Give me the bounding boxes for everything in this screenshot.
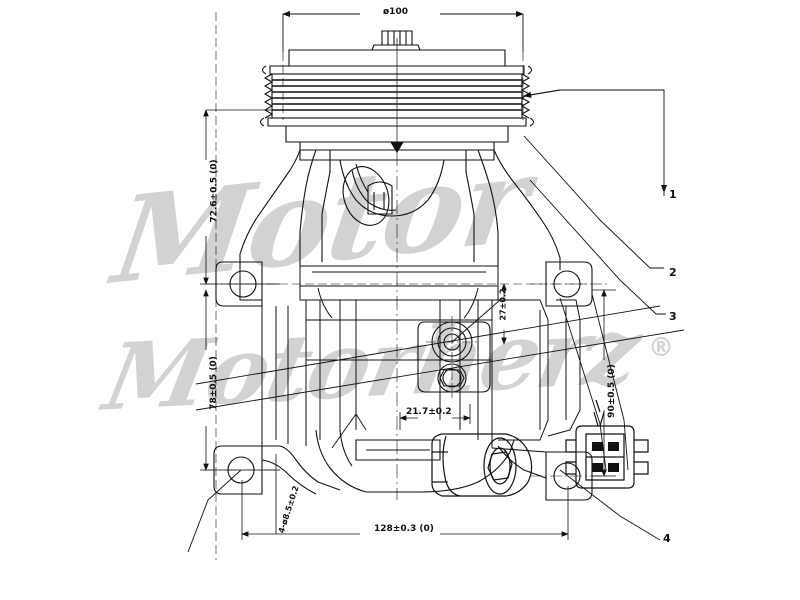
- housing-right-bracket: [498, 299, 581, 441]
- dimension-line-dia100: [282, 10, 524, 52]
- callout-label-3: 3: [669, 310, 677, 323]
- construction-lines: [215, 12, 592, 560]
- dimension-label-height-78: 78±0.5 (0): [208, 356, 219, 410]
- electrical-connector: [565, 399, 649, 489]
- leader-lines: [187, 89, 668, 553]
- dimension-label-width-128: 128±0.3 (0): [374, 524, 434, 534]
- dimension-label-holes-4: 4-ø8.5±0.2: [276, 484, 301, 535]
- outlet-port: [431, 433, 533, 497]
- housing-lower-skirt: [261, 429, 547, 495]
- dimension-label-depth-27: 27±0.2: [498, 288, 508, 321]
- dimension-label-height-90: 90±0.5 (0): [606, 364, 617, 418]
- pump-housing: [239, 142, 561, 500]
- dimension-label-offset-21-7: 21.7±0.2: [406, 407, 452, 417]
- serpentine-pulley: [259, 30, 535, 154]
- housing-left-detail: [239, 268, 289, 446]
- callout-label-1: 1: [669, 188, 677, 201]
- callout-label-4: 4: [663, 532, 671, 545]
- dimension-label-dia100: ø100: [383, 7, 408, 17]
- section-indicator-lines: [195, 293, 685, 471]
- dimension-label-height-72-6: 72.6±0.5 (0): [209, 159, 220, 223]
- callout-label-2: 2: [669, 266, 677, 279]
- sensor-port-boss: [417, 316, 491, 400]
